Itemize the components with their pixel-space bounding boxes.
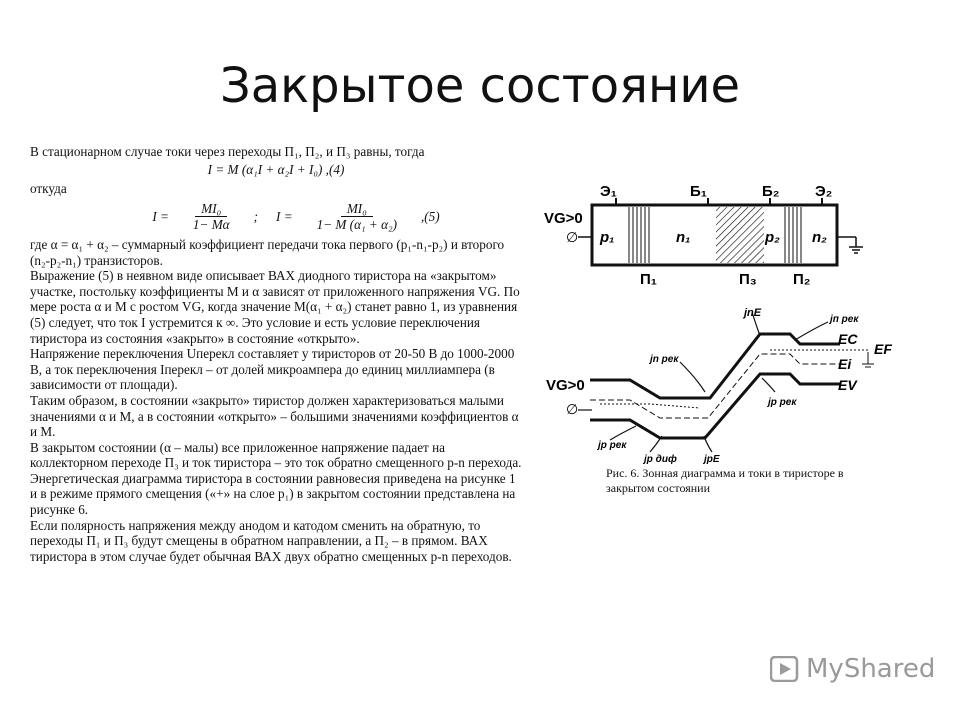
band-diagram — [590, 311, 874, 453]
paragraph-5: Напряжение переключения Uперекл составля… — [30, 346, 515, 393]
structure-diagram: Э₁ Б₁ Б₂ Э₂ p₁ n₁ p₂ n₂ П₁ П₃ П₂ VG>0 ∅ — [544, 183, 863, 288]
label-jn-rek-mid: jn рек — [648, 354, 679, 365]
label-ev: EV — [838, 377, 858, 393]
arrow-jp-rek-left — [609, 425, 637, 441]
region-n2: n₂ — [812, 229, 827, 246]
label-b2: Б₂ — [762, 183, 779, 200]
junction-p3b-region — [784, 207, 804, 263]
region-n1: n₁ — [676, 229, 690, 246]
band-ev — [590, 372, 840, 440]
eq5-b-numerator: MI₀ — [340, 201, 373, 218]
label-ef: EF — [874, 341, 892, 357]
paragraph-4: Выражение (5) в неявном виде описывает В… — [30, 268, 520, 346]
structure-body — [590, 203, 839, 267]
arrow-jn-rek-top — [794, 321, 829, 341]
label-jne: jnE — [742, 307, 762, 319]
eq5-a-denominator: 1− Mα — [192, 217, 230, 233]
paragraph-3: где α = α₁ + α₂ – суммарный коэффициент … — [30, 236, 505, 268]
paragraph-8: Если полярность напряжения между анодом … — [30, 517, 512, 564]
label-ei: Ei — [838, 356, 852, 372]
equation-4: I = M (α₁I + α₂I + I₀) ,(4) — [207, 161, 345, 177]
label-junction-p2: П₂ — [793, 271, 810, 288]
eq5-a-fraction: MI₀ 1− Mα — [187, 201, 236, 233]
label-junction-p3: П₃ — [739, 271, 757, 288]
arrow-jn-rek-mid — [679, 361, 706, 393]
band-ec — [590, 332, 840, 400]
null-symbol-bottom: ∅ — [566, 401, 578, 417]
band-ei — [590, 353, 840, 419]
label-ec: EC — [838, 331, 858, 347]
eq5-b-denominator: 1− M (α₁ + α₂) — [316, 217, 397, 233]
watermark-play-icon — [770, 656, 799, 682]
eq5-b-lhs: I = — [276, 209, 293, 225]
band-diagram-labels: VG>0 ∅ EC EF Ei EV jnE jп рек jn рек jp … — [546, 307, 892, 465]
label-jp-rek-mid: jp рек — [766, 397, 797, 408]
figure-caption: Рис. 6. Зонная диаграмма и токи в тирист… — [606, 466, 844, 495]
equation-5: I = MI₀ 1− Mα ; I = MI₀ 1− M (α₁ + α₂) ,… — [70, 201, 522, 233]
arrow-jpe — [703, 435, 713, 453]
body-text: В стационарном случае токи через переход… — [30, 144, 522, 564]
label-e1: Э₁ — [600, 183, 617, 200]
null-symbol-top: ∅ — [566, 229, 578, 245]
label-jpe: jpE — [702, 454, 720, 465]
paragraph-1: В стационарном случае токи через переход… — [30, 144, 425, 159]
paragraph-2: откуда — [30, 181, 67, 197]
label-jn-rek-top: jп рек — [828, 314, 859, 325]
watermark-text: MyShared — [806, 654, 936, 684]
eq5-tail: ,(5) — [420, 209, 440, 225]
vg-label-bottom: VG>0 — [546, 377, 585, 394]
label-jp-dif: jр диф — [642, 453, 677, 465]
arrow-jp-rek-mid — [761, 377, 776, 393]
paragraph-6: Таким образом, в состоянии «закрыто» тир… — [30, 392, 519, 440]
region-p1: p₁ — [599, 229, 614, 246]
label-b1: Б₁ — [690, 183, 707, 200]
label-junction-p1: П₁ — [640, 271, 657, 288]
junction-p1-region — [628, 207, 652, 263]
slide-title: Закрытое состояние — [219, 58, 741, 114]
arrow-jne — [751, 311, 761, 337]
paragraph-7: В закрытом состоянии (α – малы) все прил… — [30, 439, 522, 518]
vg-label-top: VG>0 — [544, 210, 583, 227]
arrow-jp-dif — [649, 435, 663, 453]
eq5-a-numerator: MI₀ — [195, 201, 228, 218]
watermark: MyShared — [770, 654, 935, 684]
eq5-a-lhs: I = — [152, 209, 169, 225]
label-e2: Э₂ — [815, 183, 832, 200]
region-p2: p₂ — [764, 229, 780, 246]
label-jp-rek-left: jp рек — [596, 440, 627, 451]
junction-p3-region — [716, 207, 764, 263]
fermi-level — [600, 349, 870, 409]
band-ef — [590, 352, 860, 400]
eq5-separator: ; — [253, 209, 259, 225]
eq5-b-fraction: MI₀ 1− M (α₁ + α₂) — [311, 201, 403, 233]
